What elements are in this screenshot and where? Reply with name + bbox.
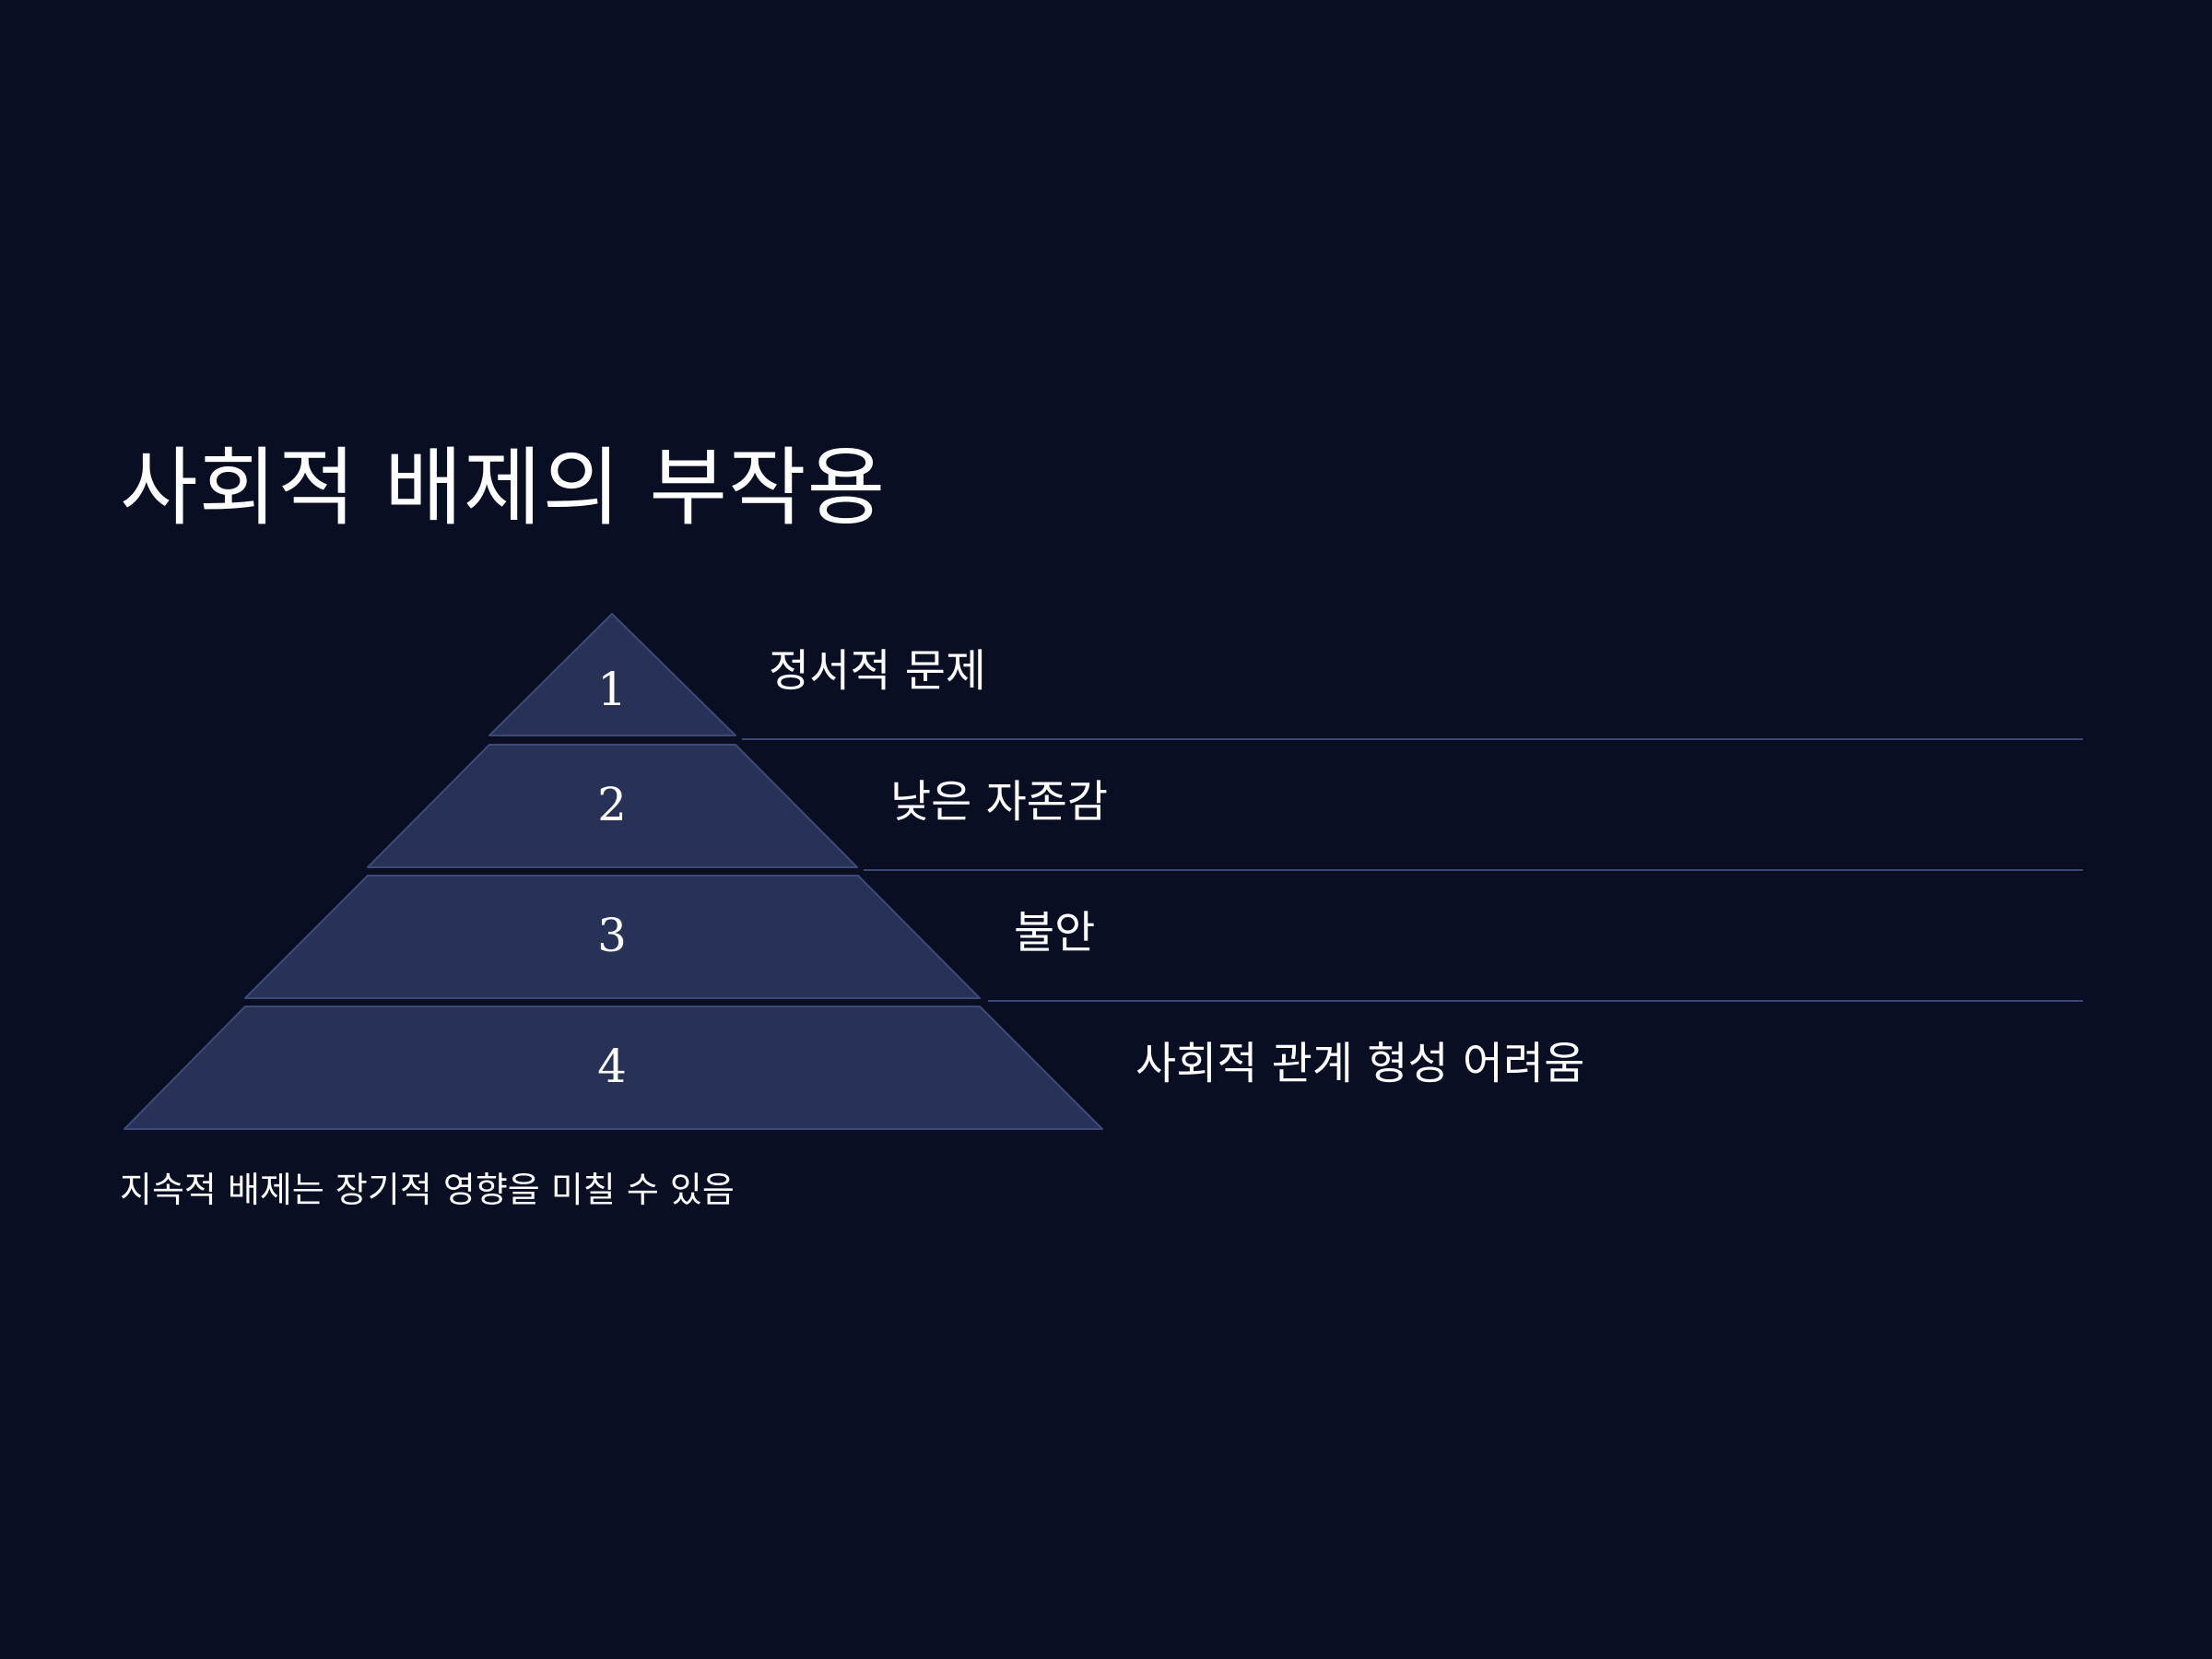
pyramid-level-4-shape [124, 1006, 1103, 1130]
pyramid-level-3-shape [244, 875, 981, 999]
pyramid-level-4-number: 4 [597, 1040, 627, 1093]
pyramid-level-2-label: 낮은 자존감 [890, 776, 1109, 828]
pyramid-level-1-number: 1 [597, 663, 627, 716]
pyramid-level-3-label: 불안 [1014, 907, 1096, 959]
pyramid-level-3-number: 3 [597, 909, 627, 962]
slide-title: 사회적 배제의 부작용 [120, 439, 887, 537]
pyramid-level-1-label: 정서적 문제 [769, 645, 987, 697]
pyramid-level-2-number: 2 [597, 778, 627, 831]
slide-footnote: 지속적 배제는 장기적 영향을 미칠 수 있음 [120, 1170, 735, 1210]
pyramid-level-4-label: 사회적 관계 형성 어려움 [1135, 1038, 1585, 1089]
pyramid-level-2-shape [367, 744, 858, 868]
pyramid-level-1-shape [488, 613, 736, 736]
